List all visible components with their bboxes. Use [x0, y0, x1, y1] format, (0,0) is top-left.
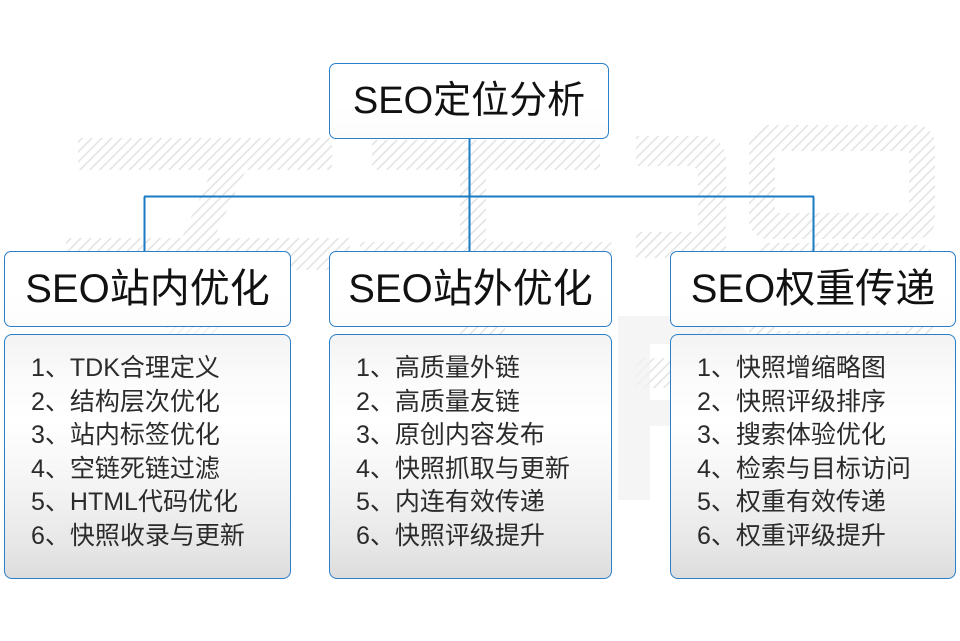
list-item-number: 2、: [31, 387, 70, 416]
branch-header-label-2: SEO站外优化: [348, 267, 593, 311]
list-item[interactable]: 1、 高质量外链: [330, 352, 611, 386]
list-item-number: 5、: [697, 488, 736, 516]
list-item-label: 权重有效传递: [735, 488, 886, 516]
list-item-label: 空链死链过滤: [69, 454, 220, 483]
branch-header-label-3: SEO权重传递: [690, 267, 936, 311]
list-item-label: 检索与目标访问: [735, 454, 911, 483]
list-item-label: 内连有效传递: [394, 488, 545, 516]
list-item-number: 3、: [31, 421, 70, 449]
list-item[interactable]: 2、 快照评级排序: [671, 386, 955, 420]
list-item[interactable]: 6、 快照收录与更新: [5, 520, 290, 554]
list-item-label: 结构层次优化: [69, 387, 220, 416]
list-item-label: HTML代码优化: [69, 488, 238, 516]
list-item-number: 3、: [356, 421, 395, 449]
list-item-number: 1、: [356, 354, 395, 382]
list-item-number: 4、: [356, 454, 395, 483]
root-node[interactable]: SEO定位分析: [329, 63, 609, 139]
list-item[interactable]: 3、 站内标签优化: [5, 419, 290, 453]
branch-list-2: 1、 高质量外链 2、 高质量友链 3、 原创内容发布 4、 快照抓取与更新 5…: [329, 334, 612, 579]
list-item[interactable]: 1、 快照增缩略图: [671, 352, 955, 386]
branch-header-3[interactable]: SEO权重传递: [670, 251, 956, 327]
list-item[interactable]: 4、 检索与目标访问: [671, 453, 955, 487]
list-item[interactable]: 3、 原创内容发布: [330, 419, 611, 453]
list-item[interactable]: 2、 高质量友链: [330, 386, 611, 420]
list-item-label: 高质量友链: [394, 387, 520, 416]
list-item[interactable]: 4、 空链死链过滤: [5, 453, 290, 487]
list-item[interactable]: 2、 结构层次优化: [5, 386, 290, 420]
list-item-number: 6、: [31, 521, 70, 550]
list-item-number: 1、: [697, 354, 736, 382]
list-item-label: 权重评级提升: [735, 521, 886, 550]
list-item-number: 6、: [356, 521, 395, 550]
list-item[interactable]: 5、 内连有效传递: [330, 486, 611, 520]
list-item[interactable]: 1、 TDK合理定义: [5, 352, 290, 386]
list-item-label: TDK合理定义: [69, 354, 220, 382]
list-item-number: 1、: [31, 354, 70, 382]
branch-list-1: 1、 TDK合理定义 2、 结构层次优化 3、 站内标签优化 4、 空链死链过滤…: [4, 334, 291, 579]
list-item-number: 2、: [356, 387, 395, 416]
list-item-number: 2、: [697, 387, 736, 416]
branch-header-2[interactable]: SEO站外优化: [329, 251, 612, 327]
branch-header-1[interactable]: SEO站内优化: [4, 251, 291, 327]
list-item-number: 5、: [356, 488, 395, 516]
list-item-number: 5、: [31, 488, 70, 516]
list-item-label: 快照抓取与更新: [394, 454, 570, 483]
list-item-label: 高质量外链: [394, 354, 520, 382]
list-item[interactable]: 4、 快照抓取与更新: [330, 453, 611, 487]
list-item-label: 快照增缩略图: [735, 354, 886, 382]
list-item-label: 快照收录与更新: [69, 521, 245, 550]
root-node-label: SEO定位分析: [352, 80, 586, 122]
list-item[interactable]: 6、 权重评级提升: [671, 520, 955, 554]
list-item-number: 4、: [697, 454, 736, 483]
list-item[interactable]: 3、 搜索体验优化: [671, 419, 955, 453]
list-item-label: 站内标签优化: [69, 421, 220, 449]
list-item[interactable]: 5、 权重有效传递: [671, 486, 955, 520]
list-item-label: 搜索体验优化: [735, 421, 886, 449]
list-item[interactable]: 5、 HTML代码优化: [5, 486, 290, 520]
list-item-label: 原创内容发布: [394, 421, 545, 449]
branch-header-label-1: SEO站内优化: [25, 267, 270, 311]
branch-list-3: 1、 快照增缩略图 2、 快照评级排序 3、 搜索体验优化 4、 检索与目标访问…: [670, 334, 956, 579]
list-item[interactable]: 6、 快照评级提升: [330, 520, 611, 554]
list-item-number: 6、: [697, 521, 736, 550]
list-item-number: 4、: [31, 454, 70, 483]
list-item-label: 快照评级提升: [394, 521, 545, 550]
list-item-number: 3、: [697, 421, 736, 449]
list-item-label: 快照评级排序: [735, 387, 886, 416]
